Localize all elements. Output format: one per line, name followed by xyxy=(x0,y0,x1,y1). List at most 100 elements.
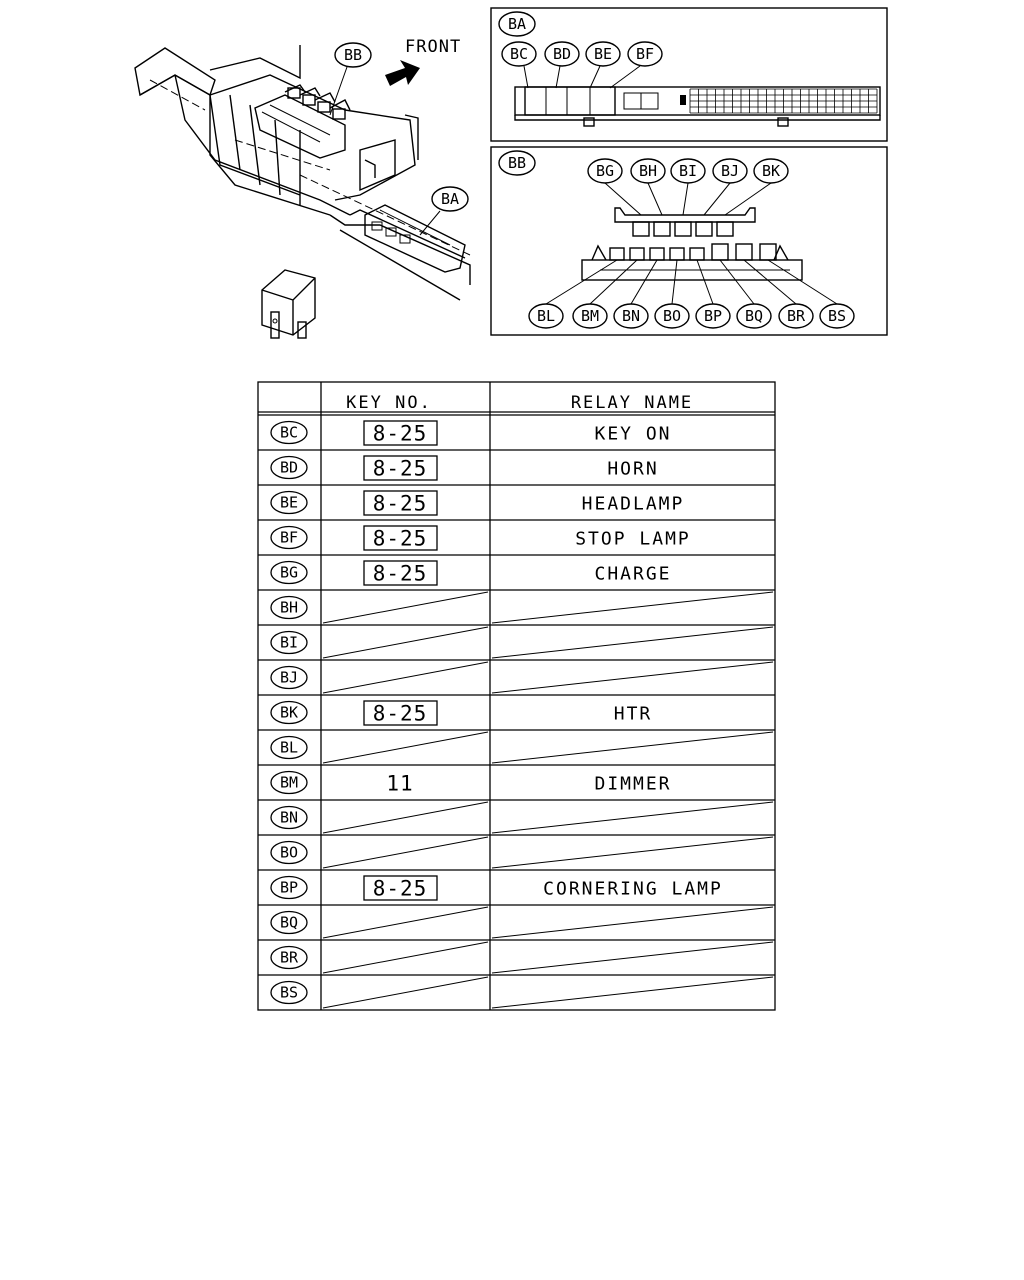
row-code: BK xyxy=(280,704,298,722)
empty-name-slash xyxy=(491,906,774,939)
row-code: BG xyxy=(280,564,298,582)
bb-bottom-slot-label: BS xyxy=(828,307,846,325)
row-code-bubble xyxy=(270,875,308,900)
row-code: BH xyxy=(280,599,298,617)
row-code: BC xyxy=(280,424,298,442)
panel-ba-callouts: BC BD BE BF xyxy=(501,41,663,89)
row-code-bubble xyxy=(270,490,308,515)
row-code-bubble xyxy=(270,455,308,480)
empty-name-slash xyxy=(491,731,774,764)
row-code: BE xyxy=(280,494,298,512)
table-row: BQ xyxy=(270,906,774,939)
relay-name: CHARGE xyxy=(594,564,671,585)
bb-bottom-callout: BO xyxy=(654,259,690,329)
table-row: BH xyxy=(270,591,774,624)
row-code: BS xyxy=(280,984,298,1002)
bb-top-slot-label: BK xyxy=(762,162,780,180)
empty-name-slash xyxy=(491,661,774,694)
relay-name: HORN xyxy=(607,459,658,480)
bb-bottom-slot-label: BN xyxy=(622,307,640,325)
bb-bottom-callout: BN xyxy=(613,259,658,329)
key-no: 8-25 xyxy=(373,527,428,551)
bb-bottom-callout: BQ xyxy=(719,259,772,329)
relay-block-ba xyxy=(364,204,466,273)
table-row: BL xyxy=(270,731,774,764)
row-code: BM xyxy=(280,774,298,792)
callout-ba-leader xyxy=(419,210,441,236)
relay-name: STOP LAMP xyxy=(575,529,691,550)
panel-bb-title: BB xyxy=(508,154,526,172)
row-code-bubble xyxy=(270,910,308,935)
bb-top-slot-label: BH xyxy=(639,162,657,180)
callout-bb-bubble xyxy=(334,42,372,68)
front-arrow xyxy=(385,60,420,86)
table-row: BO xyxy=(270,836,774,869)
relay-cube-icon xyxy=(261,269,316,339)
row-code-bubble xyxy=(270,420,308,445)
table-row: BR xyxy=(270,941,774,974)
row-code: BL xyxy=(280,739,298,757)
key-no-box xyxy=(363,490,438,516)
empty-name-slash xyxy=(491,626,774,659)
header-key-no: KEY NO. xyxy=(346,393,432,413)
row-code-bubble xyxy=(270,560,308,585)
empty-key-slash xyxy=(322,626,489,659)
panel-ba-title-bubble xyxy=(498,11,536,37)
row-code: BQ xyxy=(280,914,298,932)
bb-top-callout: BG xyxy=(587,158,642,216)
relay-name: KEY ON xyxy=(594,424,671,445)
key-no-box xyxy=(363,420,438,446)
panel-ba-frame xyxy=(490,7,888,142)
relay-block-bb xyxy=(254,84,351,159)
row-code-bubble xyxy=(270,735,308,760)
bb-top-callout: BI xyxy=(670,158,706,216)
bb-bottom-callout: BM xyxy=(572,259,638,329)
row-code-bubble xyxy=(270,945,308,970)
ba-slot-label: BD xyxy=(553,45,571,63)
row-code: BI xyxy=(280,634,298,652)
table-row: BN xyxy=(270,801,774,834)
row-code: BD xyxy=(280,459,298,477)
bb-bottom-slot-label: BM xyxy=(581,307,599,325)
table-row: BC 8-25 KEY ON xyxy=(270,420,671,446)
bb-bottom-slot-label: BR xyxy=(787,307,806,325)
key-no: 11 xyxy=(386,772,413,796)
ba-slot-label: BE xyxy=(594,45,612,63)
key-no-box xyxy=(363,525,438,551)
key-no-box xyxy=(363,700,438,726)
row-code-bubble xyxy=(270,630,308,655)
table-row: BJ xyxy=(270,661,774,694)
key-no: 8-25 xyxy=(373,877,428,901)
relay-name: CORNERING LAMP xyxy=(543,879,723,900)
ba-slot-label: BC xyxy=(510,45,528,63)
key-no: 8-25 xyxy=(373,562,428,586)
row-code: BJ xyxy=(280,669,298,687)
row-code-bubble xyxy=(270,665,308,690)
callout-ba-label: BA xyxy=(441,190,459,208)
empty-name-slash xyxy=(491,976,774,1009)
row-code-bubble xyxy=(270,700,308,725)
relay-name: HTR xyxy=(614,704,653,725)
empty-name-slash xyxy=(491,591,774,624)
key-no: 8-25 xyxy=(373,422,428,446)
bb-top-callout: BJ xyxy=(703,158,748,216)
bb-bottom-callout: BR xyxy=(743,259,814,329)
empty-key-slash xyxy=(322,941,489,974)
bb-bottom-callout: BS xyxy=(767,259,855,329)
empty-name-slash xyxy=(491,941,774,974)
row-code: BN xyxy=(280,809,298,827)
bb-top-callout: BH xyxy=(630,158,666,216)
key-no-box xyxy=(363,560,438,586)
bb-top-slot-label: BG xyxy=(596,162,614,180)
row-code-bubble xyxy=(270,525,308,550)
bb-bottom-callout: BL xyxy=(528,259,618,329)
relay-name: HEADLAMP xyxy=(582,494,685,515)
empty-name-slash xyxy=(491,836,774,869)
empty-key-slash xyxy=(322,731,489,764)
